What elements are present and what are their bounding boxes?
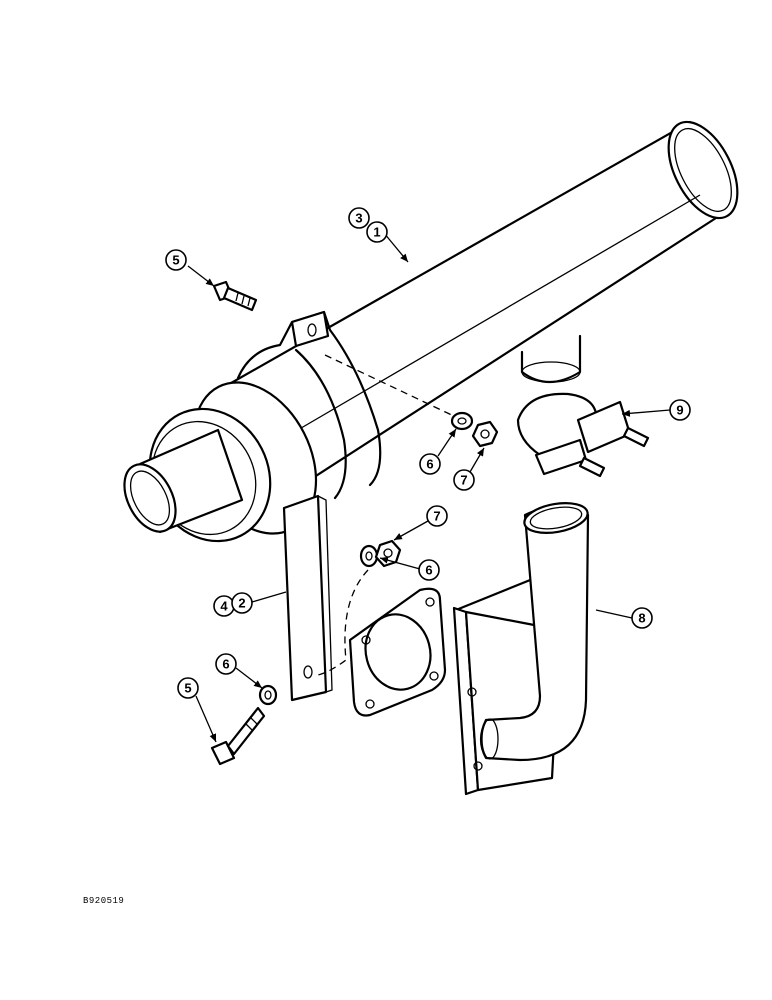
svg-text:1: 1 (373, 225, 380, 240)
washer-middle (359, 544, 379, 568)
washer-upper (450, 411, 474, 431)
figure-id: B920519 (83, 896, 125, 906)
svg-text:2: 2 (238, 596, 245, 611)
support-bracket (282, 494, 333, 702)
callout-6-upper: 6 (419, 453, 441, 475)
callout-6-lower: 6 (215, 653, 237, 675)
u-bolt-clamp (516, 392, 650, 478)
gasket (348, 587, 447, 717)
washer-lower (258, 684, 278, 706)
svg-text:7: 7 (460, 473, 467, 488)
nut-upper (471, 420, 499, 448)
svg-text:7: 7 (433, 509, 440, 524)
muffler (123, 120, 739, 543)
svg-text:5: 5 (184, 681, 191, 696)
callout-8: 8 (631, 607, 653, 629)
callout-3: 3 (348, 207, 370, 229)
bolt-upper (212, 280, 258, 312)
muffler-strap (236, 310, 382, 500)
svg-text:8: 8 (638, 611, 645, 626)
callout-6-middle: 6 (418, 559, 440, 581)
callout-4: 4 (213, 595, 235, 617)
callout-5-upper: 5 (165, 249, 187, 271)
svg-text:6: 6 (222, 657, 229, 672)
callout-7-middle: 7 (426, 505, 448, 527)
callout-1: 1 (366, 221, 388, 243)
callout-7-upper: 7 (453, 469, 475, 491)
bolt-lower (210, 706, 266, 766)
svg-text:6: 6 (426, 457, 433, 472)
svg-text:3: 3 (355, 211, 362, 226)
svg-text:4: 4 (220, 599, 228, 614)
callout-2: 2 (231, 592, 253, 614)
svg-text:6: 6 (425, 563, 432, 578)
callout-9: 9 (669, 399, 691, 421)
svg-text:5: 5 (172, 253, 179, 268)
exhaust-elbow (452, 502, 590, 796)
callout-5-lower: 5 (177, 677, 199, 699)
svg-text:9: 9 (676, 403, 683, 418)
